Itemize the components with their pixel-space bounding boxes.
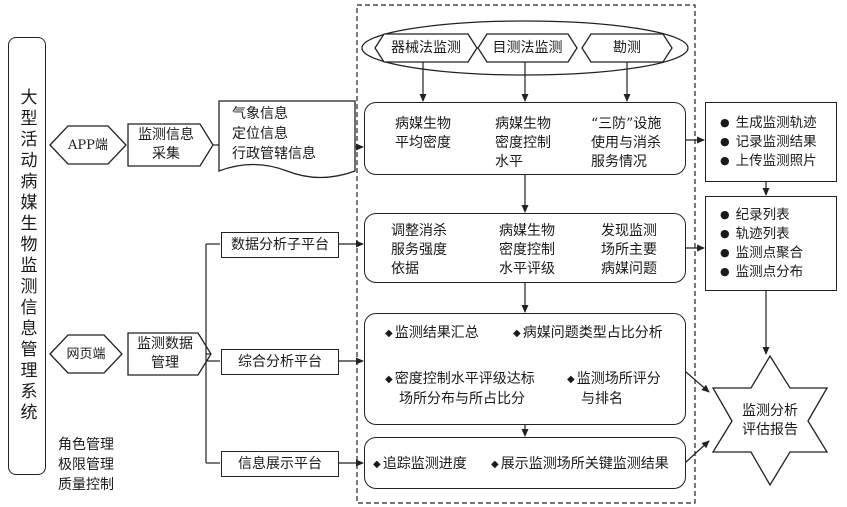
comprehensive-box: 监测结果汇总 病媒问题类型占比分析 密度控制水平评级达标 场所分布与所占比分 监…	[364, 313, 686, 425]
platform-data-analysis: 数据分析子平台	[221, 232, 339, 258]
monitor-col-2: 病媒生物 密度控制 水平	[495, 116, 551, 170]
app-output-photo: 上传监测照片	[720, 152, 836, 171]
side-note-role: 角色管理	[58, 437, 114, 453]
side-note-quality: 质量控制	[58, 477, 114, 493]
web-label: 网页端	[66, 346, 106, 362]
web-outputs-box: 纪录列表 轨迹列表 监测点聚合 监测点分布	[705, 196, 837, 291]
method-survey: 勘测	[613, 40, 641, 56]
monitor-col-1: 病媒生物 平均密度	[395, 116, 451, 151]
info-weather: 气象信息	[232, 106, 288, 122]
monitor-box: 病媒生物 平均密度 病媒生物 密度控制 水平 “三防”设施 使用与消杀 服务情况	[364, 102, 686, 175]
web-output-records: 纪录列表	[720, 206, 836, 225]
info-location: 定位信息	[232, 126, 288, 142]
platform-comprehensive: 综合分析平台	[221, 349, 339, 375]
side-notes: 角色管理 极限管理 质量控制	[58, 435, 114, 495]
system-title: 大型活动病媒生物监测信息管理系统	[16, 88, 37, 424]
info-admin: 行政管辖信息	[232, 146, 316, 162]
analysis-col-2: 病媒生物 密度控制 水平评级	[499, 223, 555, 277]
analysis-col-1: 调整消杀 服务强度 依据	[391, 223, 447, 277]
app-output-result: 记录监测结果	[720, 133, 836, 152]
method-instrument: 器械法监测	[391, 40, 461, 56]
comp-density-grade: 密度控制水平评级达标 场所分布与所占比分	[385, 370, 535, 409]
display-key-results: 展示监测场所关键监测结果	[491, 455, 669, 475]
comp-site-score: 监测场所评分 与排名	[567, 370, 661, 409]
final-report-label: 监测分析 评估报告	[742, 403, 798, 438]
comp-type-ratio: 病媒问题类型占比分析	[513, 324, 663, 344]
system-title-box: 大型活动病媒生物监测信息管理系统	[8, 37, 46, 475]
web-output-tracks: 轨迹列表	[720, 225, 836, 244]
display-box: 追踪监测进度 展示监测场所关键监测结果	[364, 437, 686, 489]
side-note-limit: 极限管理	[58, 457, 114, 473]
platform-display: 信息展示平台	[221, 451, 339, 477]
monitor-col-3: “三防”设施 使用与消杀 服务情况	[591, 116, 662, 170]
app-output-trajectory: 生成监测轨迹	[720, 114, 836, 133]
comp-summary: 监测结果汇总	[385, 324, 479, 344]
web-output-cluster: 监测点聚合	[720, 244, 836, 263]
web-output-distribution: 监测点分布	[720, 263, 836, 282]
method-visual: 目测法监测	[492, 40, 563, 56]
app-info-lines: 气象信息 定位信息 行政管辖信息	[232, 104, 316, 164]
app-outputs-box: 生成监测轨迹 记录监测结果 上传监测照片	[705, 102, 837, 182]
analysis-col-3: 发现监测 场所主要 病媒问题	[601, 223, 657, 277]
manage-label: 监测数据管理	[137, 336, 193, 371]
display-progress: 追踪监测进度	[373, 455, 467, 475]
collect-label: 监测信息采集	[138, 127, 194, 162]
analysis-box: 调整消杀 服务强度 依据 病媒生物 密度控制 水平评级 发现监测 场所主要 病媒…	[364, 213, 686, 283]
app-label: APP端	[68, 137, 108, 153]
